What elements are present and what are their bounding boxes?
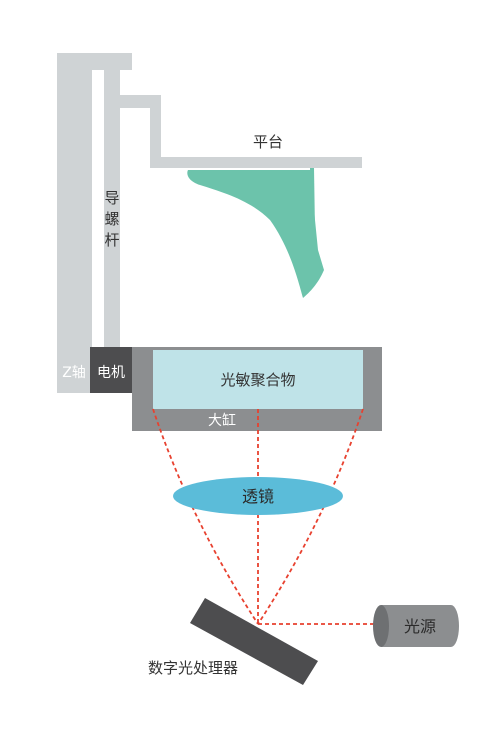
platform-label: 平台 [253, 133, 283, 151]
motor-body [90, 347, 132, 393]
vat-label: 大缸 [208, 412, 236, 429]
printed-part [187, 170, 324, 298]
lens-label: 透镜 [242, 487, 274, 506]
vat: 光敏聚合物 大缸 [132, 347, 382, 431]
lead-screw-label-3: 杆 [104, 231, 119, 249]
beam-left [152, 408, 259, 625]
lens-shape [173, 477, 343, 515]
light-source: 光源 [373, 605, 459, 647]
printed-part-heel [310, 168, 315, 230]
lead-screw: 导 螺 杆 [104, 70, 120, 350]
light-beams [152, 408, 378, 625]
dlp-chip [190, 598, 318, 685]
platform-arm-horizontal [104, 95, 160, 108]
dlp: 数字光处理器 [148, 598, 318, 685]
lead-screw-label-1: 导 [104, 189, 119, 207]
photopolymer-label: 光敏聚合物 [220, 371, 295, 389]
z-axis-column [57, 53, 92, 393]
lead-screw-label-2: 螺 [104, 210, 119, 228]
light-source-label: 光源 [404, 617, 436, 636]
lead-screw-rod [104, 70, 120, 350]
motor-label: 电机 [97, 365, 125, 381]
motor: 电机 [90, 347, 132, 393]
platform [150, 157, 362, 168]
beam-right [257, 408, 364, 625]
light-source-body [381, 605, 451, 647]
photopolymer [153, 350, 363, 409]
z-axis-label: Z轴 [62, 365, 86, 381]
light-source-right-cap [443, 605, 459, 647]
platform-arm: 平台 [104, 95, 362, 168]
z-axis: Z轴 [57, 53, 132, 393]
light-source-left-cap [373, 605, 389, 647]
platform-arm-vertical [150, 95, 161, 168]
lens: 透镜 [173, 477, 343, 515]
dlp-label: 数字光处理器 [148, 659, 238, 677]
